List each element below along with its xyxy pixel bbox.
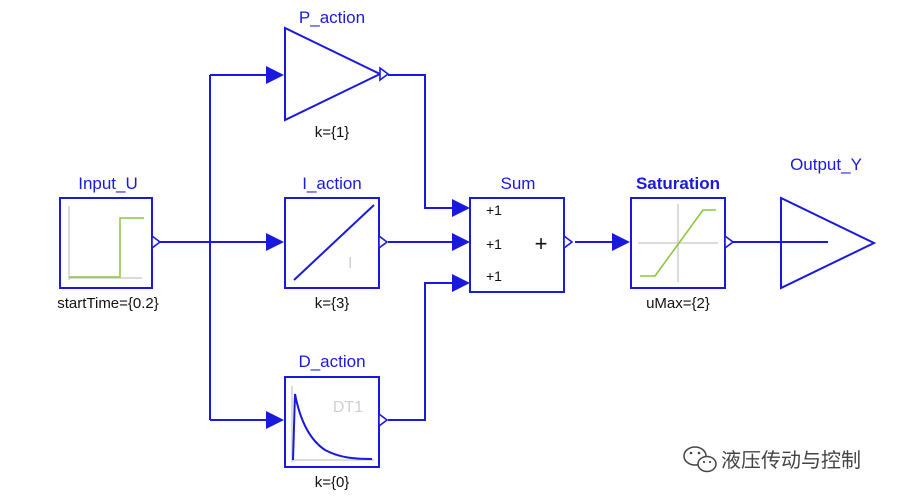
input-block-frame — [59, 197, 153, 289]
input-block[interactable]: Input_U startTime={0.2} — [57, 174, 162, 312]
d-action-output-port[interactable] — [378, 412, 389, 428]
saturation-block[interactable]: Saturation uMax={2} — [630, 174, 735, 312]
saturation-output-port[interactable] — [724, 234, 735, 250]
i-action-block[interactable]: I I_action k={3} — [284, 174, 389, 312]
sum-block[interactable]: +1 +1 +1 + Sum — [469, 174, 574, 293]
arrowhead-sum-in1 — [452, 199, 470, 217]
arrowhead-sum-in2 — [452, 233, 470, 251]
sum-output-port[interactable] — [563, 234, 574, 250]
i-action-icon-text: I — [348, 255, 352, 272]
p-action-param: k={1} — [315, 124, 350, 141]
sum-sign-3: +1 — [486, 268, 502, 284]
input-output-port[interactable] — [151, 234, 162, 250]
integrator-icon — [293, 204, 375, 281]
d-action-block[interactable]: DT1 D_action k={0} — [284, 352, 389, 491]
saturation-icon — [638, 204, 718, 282]
p-action-gain-triangle — [284, 26, 383, 122]
watermark-text: 液压传动与控制 — [721, 448, 861, 472]
sum-sign-2: +1 — [486, 236, 502, 252]
wechat-icon — [683, 446, 717, 473]
d-action-name: D_action — [298, 352, 365, 371]
p-action-output-port[interactable] — [379, 66, 390, 82]
i-action-output-port[interactable] — [378, 234, 389, 250]
output-block[interactable]: Output_Y — [733, 155, 877, 290]
watermark: 液压传动与控制 — [683, 446, 861, 473]
step-icon — [68, 206, 144, 280]
arrowhead-i-in — [266, 233, 284, 251]
sum-block-name: Sum — [501, 174, 536, 193]
sum-sign-1: +1 — [486, 202, 502, 218]
arrowhead-d-in — [266, 411, 284, 429]
saturation-block-name: Saturation — [636, 174, 720, 193]
input-block-param: startTime={0.2} — [57, 295, 159, 312]
wire-d-to-sum — [388, 282, 452, 421]
p-action-block[interactable]: P_action k={1} — [284, 8, 390, 141]
d-action-icon-text: DT1 — [333, 399, 363, 416]
p-action-name: P_action — [299, 8, 365, 27]
input-block-name: Input_U — [78, 174, 138, 193]
output-block-name: Output_Y — [790, 155, 862, 174]
arrowhead-sat-in — [612, 233, 630, 251]
sum-block-frame — [469, 197, 565, 293]
arrowhead-p-in — [266, 66, 284, 84]
i-action-param: k={3} — [315, 295, 350, 312]
derivative-icon — [291, 386, 374, 462]
d-action-param: k={0} — [315, 474, 350, 491]
arrowhead-sum-in3 — [452, 274, 470, 292]
saturation-param: uMax={2} — [646, 295, 710, 312]
i-action-name: I_action — [302, 174, 362, 193]
wire-p-to-sum — [388, 74, 452, 209]
sum-operator: + — [535, 231, 548, 256]
